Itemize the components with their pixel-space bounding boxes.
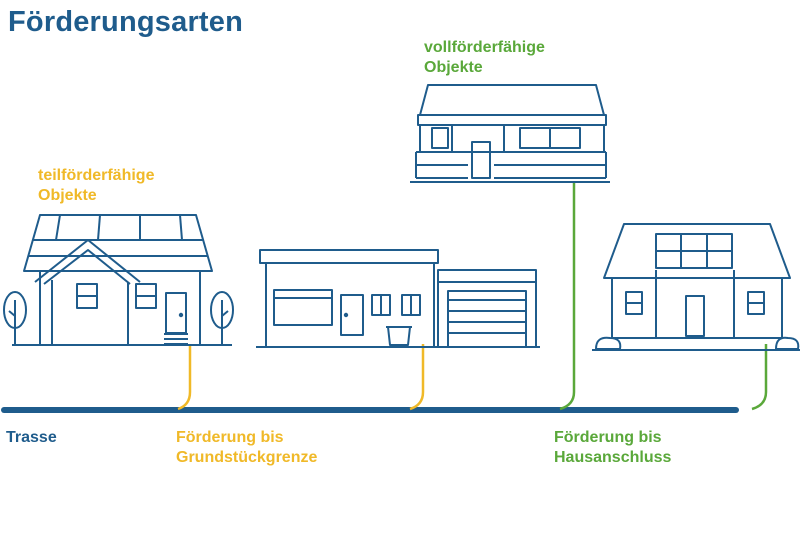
label-teil-line2: Objekte [38, 187, 97, 204]
connector-house4 [751, 344, 768, 411]
label-grenze-line1: Förderung bis [176, 429, 284, 446]
label-voll-line2: Objekte [424, 59, 483, 76]
label-vollfoerderfaehig: vollförderfähige Objekte [424, 38, 545, 78]
label-foerderung-anschluss: Förderung bis Hausanschluss [554, 428, 671, 468]
tree-icon [210, 291, 234, 345]
label-voll-line1: vollförderfähige [424, 39, 545, 56]
house-gable-icon [3, 214, 234, 346]
connector-house2 [409, 344, 425, 411]
label-grenze-line2: Grundstückgrenze [176, 449, 318, 466]
cabin-icon [410, 84, 610, 183]
bungalow-garage-icon [256, 249, 540, 348]
page-title: Förderungsarten [8, 6, 244, 38]
label-trasse: Trasse [6, 429, 57, 446]
trash-bin-icon [386, 326, 412, 346]
tree-icon [3, 291, 27, 345]
label-anschluss-line1: Förderung bis [554, 429, 662, 446]
connector-house1 [177, 344, 192, 411]
label-foerderung-grenze: Förderung bis Grundstückgrenze [176, 428, 317, 468]
house-solar-icon [592, 223, 800, 351]
label-anschluss-line2: Hausanschluss [554, 449, 672, 466]
connector-cabin [559, 183, 576, 411]
label-teil-line1: teilförderfähige [38, 167, 155, 184]
label-teilfoerderfaehig: teilförderfähige Objekte [38, 166, 154, 206]
